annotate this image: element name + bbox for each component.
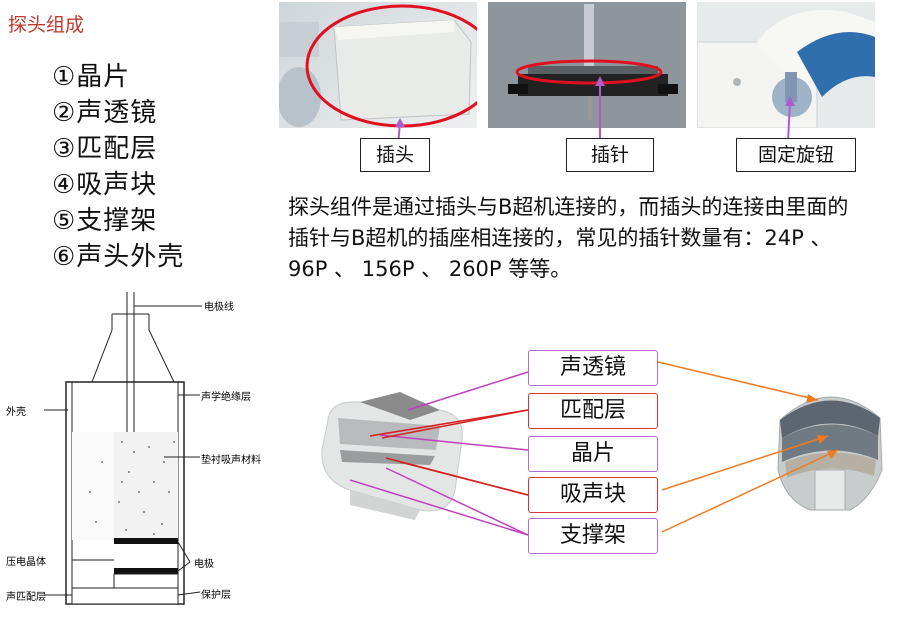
label-outer-shell: 外壳 bbox=[6, 407, 26, 418]
knob-photo bbox=[697, 2, 875, 128]
label-electrode-wire: 电极线 bbox=[204, 302, 234, 313]
label-matching-layer: 声匹配层 bbox=[6, 592, 46, 603]
page-title: 探头组成 bbox=[8, 14, 85, 36]
pins-pointer-arrow bbox=[595, 76, 605, 142]
knob-pointer-arrow bbox=[785, 96, 795, 143]
part-item-crystal: ①晶片 bbox=[52, 62, 131, 92]
label-electrode: 电极 bbox=[194, 559, 214, 570]
connection-description: 探头组件是通过插头与B超机连接的，而插头的连接由里面的插针与B超机的插座相连接的… bbox=[288, 195, 849, 281]
label-acoustic-insulation: 声学绝缘层 bbox=[201, 392, 251, 403]
part-item-backing-block: ④吸声块 bbox=[52, 170, 158, 200]
label-piezo-crystal: 压电晶体 bbox=[6, 557, 46, 568]
probe-cross-section-diagram bbox=[44, 292, 202, 605]
part-item-matching-layer: ③匹配层 bbox=[52, 134, 158, 164]
plug-photo bbox=[279, 2, 477, 128]
probe-side-photo bbox=[321, 392, 463, 520]
structure-label-backing-block: 吸声块 bbox=[528, 477, 658, 513]
plug-caption: 插头 bbox=[360, 138, 430, 172]
label-backing-material: 垫衬吸声材料 bbox=[201, 455, 261, 466]
part-item-support-frame: ⑤支撑架 bbox=[52, 206, 158, 236]
structure-label-crystal: 晶片 bbox=[528, 436, 658, 472]
probe-structure-diagram bbox=[321, 361, 883, 536]
part-item-housing: ⑥声头外壳 bbox=[52, 242, 185, 272]
structure-label-matching-layer: 匹配层 bbox=[528, 393, 658, 429]
knob-caption: 固定旋钮 bbox=[736, 138, 856, 172]
structure-label-support-frame: 支撑架 bbox=[528, 518, 658, 554]
structure-label-acoustic-lens: 声透镜 bbox=[528, 350, 658, 386]
pins-photo bbox=[488, 2, 686, 128]
pins-caption: 插针 bbox=[566, 138, 654, 172]
part-item-acoustic-lens: ②声透镜 bbox=[52, 98, 158, 128]
label-protective-layer: 保护层 bbox=[201, 590, 231, 601]
